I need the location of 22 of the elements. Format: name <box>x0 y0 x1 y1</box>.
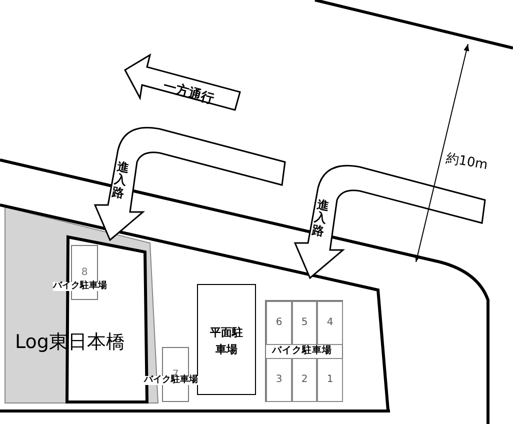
parking-space <box>292 301 317 345</box>
dimension-label: 約10m <box>444 152 489 172</box>
area-label: バイク駐車場 <box>272 346 332 356</box>
space-number: 4 <box>326 318 334 328</box>
parking-space <box>266 358 292 402</box>
parking-space <box>317 301 343 345</box>
entry-text: 進入路 <box>311 198 331 240</box>
parking-area <box>197 284 256 395</box>
parking-space <box>292 358 317 402</box>
entry-text: 進入路 <box>111 160 131 202</box>
parking-space <box>317 358 343 402</box>
building-name: Log東日本橋 <box>15 333 125 352</box>
space-number: 1 <box>326 375 334 385</box>
space-number: 6 <box>274 318 284 328</box>
area-label: 平面駐車場 <box>209 325 244 358</box>
parking-space <box>266 301 292 345</box>
space-number: 5 <box>300 318 309 328</box>
space-number: 2 <box>300 375 309 385</box>
space-number: 3 <box>274 375 284 385</box>
space-number: 8 <box>80 268 89 278</box>
area-label: バイク駐車場 <box>144 376 198 385</box>
bike-parking-area <box>265 300 343 402</box>
